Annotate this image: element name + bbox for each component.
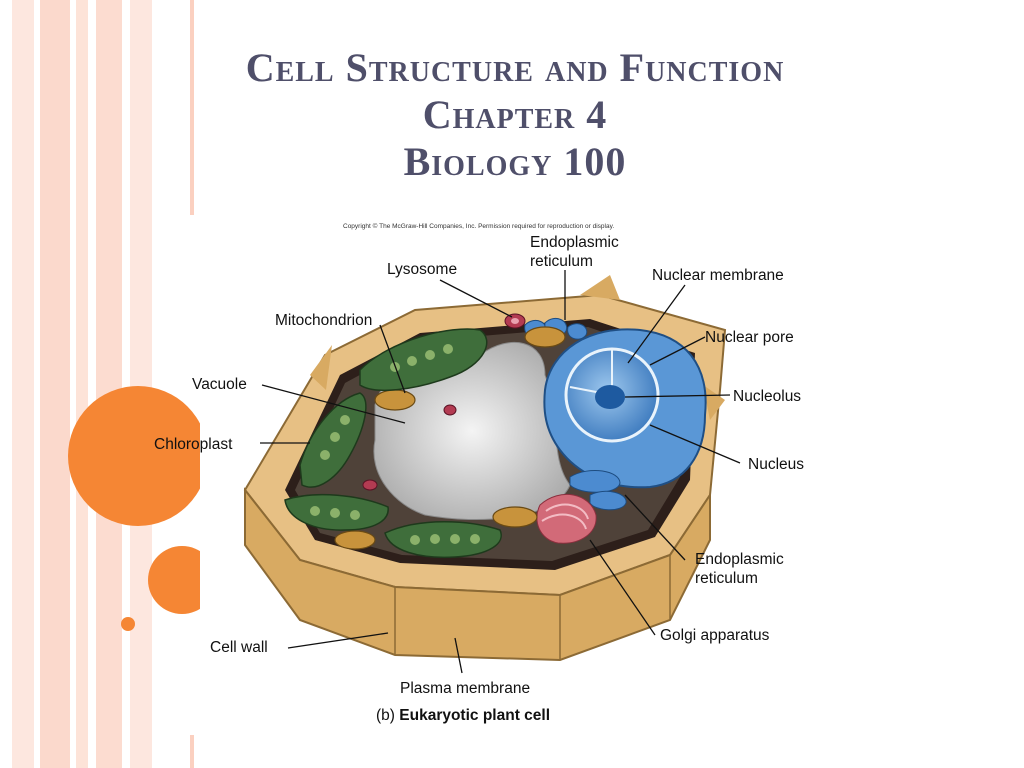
golgi-shape (536, 494, 597, 544)
caption-prefix: (b) (376, 707, 395, 724)
caption-title: Eukaryotic plant cell (399, 707, 550, 724)
er-bottom-shape (569, 470, 627, 511)
label-nucleolus: Nucleolus (733, 388, 801, 405)
label-nuclear-pore: Nuclear pore (705, 329, 794, 346)
title-line-1: Cell Structure and Function (245, 45, 785, 90)
label-er-bottom-2: reticulum (695, 570, 758, 587)
lysosome-shape (362, 313, 526, 491)
decorative-stripes (0, 0, 200, 768)
title-line-3: Biology 100 (403, 139, 627, 184)
orange-circle-large (68, 386, 200, 526)
mitochondria-shapes (334, 326, 566, 550)
figure-caption: (b) Eukaryotic plant cell (376, 707, 550, 724)
slide-title: Cell Structure and Function Chapter 4 Bi… (150, 44, 880, 185)
label-chloroplast: Chloroplast (154, 436, 233, 453)
label-golgi: Golgi apparatus (660, 627, 770, 644)
label-er-top-2: reticulum (530, 253, 593, 270)
nucleus-shape (543, 328, 707, 489)
title-line-2: Chapter 4 (422, 92, 608, 137)
label-er-top-1: Endoplasmic (530, 234, 619, 251)
label-vacuole: Vacuole (192, 376, 247, 393)
chloroplast-grana (310, 344, 480, 545)
label-nuclear-membrane: Nuclear membrane (652, 267, 784, 284)
orange-dot (121, 617, 135, 631)
label-lysosome: Lysosome (387, 261, 457, 278)
plant-cell-diagram: Copyright © The McGraw-Hill Companies, I… (154, 222, 804, 724)
label-er-bottom-1: Endoplasmic (695, 551, 784, 568)
label-cell-wall: Cell wall (210, 639, 268, 656)
orange-circle-medium (148, 546, 200, 614)
leader-lines (260, 270, 741, 674)
label-nucleus: Nucleus (748, 456, 804, 473)
label-plasma-membrane: Plasma membrane (400, 680, 530, 697)
copyright-notice: Copyright © The McGraw-Hill Companies, I… (343, 222, 614, 230)
label-mitochondrion: Mitochondrion (275, 312, 372, 329)
